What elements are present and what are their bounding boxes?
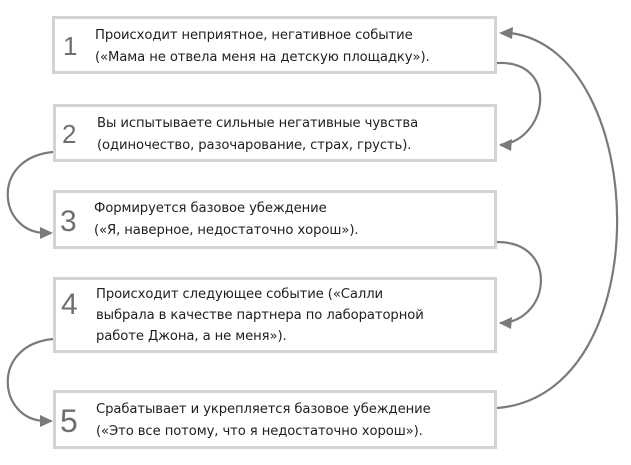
step-box-3: 3 Формируется базовое убеждение («Я, нав… <box>53 190 497 249</box>
step-box-5: 5 Срабатывает и укрепляется базовое убеж… <box>53 390 497 449</box>
step-text-4-line-2: выбрала в качестве партнера по лаборатор… <box>96 308 424 323</box>
step-text-5-line-1: Срабатывает и укрепляется базовое убежде… <box>96 402 431 417</box>
arrowhead-icon <box>40 227 53 239</box>
step-number-4: 4 <box>61 288 78 321</box>
step-text-4-line-3: работе Джона, а не меня»). <box>96 329 287 344</box>
step-box-4: 4 Происходит следующее событие («Салли в… <box>53 277 497 353</box>
arrow-5-to-1 <box>496 31 619 410</box>
arrowhead-icon <box>40 415 53 427</box>
arrow-3-to-4 <box>496 240 542 325</box>
arrowhead-icon <box>499 139 512 151</box>
step-text-1-line-2: («Мама не отвела меня на детскую площадк… <box>95 50 430 65</box>
step-box-1: 1 Происходит неприятное, негативное собы… <box>52 16 497 74</box>
arrow-1-to-2 <box>496 61 542 147</box>
step-text-3-line-2: («Я, наверное, недостаточно хорош»). <box>94 223 359 238</box>
step-number-1: 1 <box>63 31 78 61</box>
step-text-4-line-1: Происходит следующее событие («Салли <box>96 287 384 302</box>
step-number-2: 2 <box>62 119 77 149</box>
arrow-4-to-5 <box>6 337 54 423</box>
arrow-2-to-3 <box>6 150 54 235</box>
step-number-3: 3 <box>60 205 77 238</box>
step-text-5-line-2: («Это все потому, что я недостаточно хор… <box>96 424 423 439</box>
step-text-3-line-1: Формируется базовое убеждение <box>94 201 327 216</box>
step-text-1-line-1: Происходит неприятное, негативное событи… <box>95 28 413 43</box>
arrowhead-icon <box>499 317 512 329</box>
step-text-2-line-1: Вы испытываете сильные негативные чувств… <box>97 116 419 131</box>
step-text-2-line-2: (одиночество, разочарование, страх, грус… <box>97 138 412 153</box>
step-number-5: 5 <box>60 403 78 439</box>
arrowhead-icon <box>499 27 513 39</box>
step-box-2: 2 Вы испытываете сильные негативные чувс… <box>53 104 497 162</box>
